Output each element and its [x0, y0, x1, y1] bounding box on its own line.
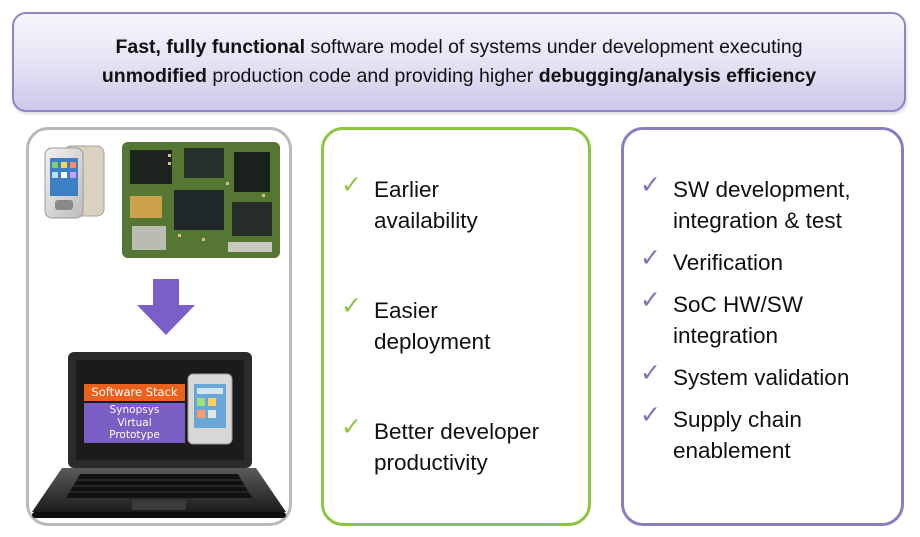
use-cases-panel — [621, 127, 904, 526]
check-icon: ✓ — [640, 359, 661, 387]
benefit-label: Better developer productivity — [374, 419, 540, 475]
use-case-item: ✓ Verification — [640, 244, 902, 278]
circuit-board-image — [122, 142, 280, 258]
use-case-label: SoC HW/SW integration — [673, 292, 804, 348]
software-stack-label: Software Stack — [84, 384, 185, 401]
benefit-label: Easier deployment — [374, 298, 491, 354]
virtual-prototype-label: Synopsys Virtual Prototype — [84, 403, 185, 443]
check-icon: ✓ — [640, 401, 661, 429]
smartphone-image — [44, 145, 105, 219]
headline-bold-3: debugging/analysis efficiency — [538, 65, 817, 87]
use-case-label: System validation — [673, 365, 850, 390]
headline-bold-2: unmodified — [101, 65, 207, 87]
check-icon: ✓ — [640, 244, 661, 272]
benefit-item: ✓ Better developer productivity — [341, 413, 581, 478]
benefit-label: Earlier availability — [374, 177, 478, 233]
use-case-label: Supply chain enablement — [673, 407, 802, 463]
headline-text-3: production code and providing higher — [206, 65, 539, 87]
benefit-item: ✓ Earlier availability — [341, 171, 581, 236]
headline-text-2: software model of systems under developm… — [305, 36, 803, 58]
virtual-prototype-text: Synopsys Virtual Prototype — [109, 404, 160, 442]
use-case-item: ✓ Supply chain enablement — [640, 401, 902, 466]
use-case-item: ✓ System validation — [640, 359, 902, 393]
check-icon: ✓ — [341, 413, 362, 441]
use-case-label: SW development, integration & test — [673, 177, 851, 233]
headline-text: Fast, fully functional software model of… — [102, 33, 816, 91]
use-case-item: ✓ SW development, integration & test — [640, 171, 902, 236]
use-case-label: Verification — [673, 250, 784, 275]
use-case-item: ✓ SoC HW/SW integration — [640, 286, 902, 351]
benefits-list: ✓ Earlier availability ✓ Easier deployme… — [341, 171, 581, 537]
check-icon: ✓ — [341, 292, 362, 320]
headline-bold-1: Fast, fully functional — [115, 36, 306, 58]
check-icon: ✓ — [341, 171, 362, 199]
headline-banner: Fast, fully functional software model of… — [12, 12, 906, 112]
down-arrow-icon — [137, 279, 195, 335]
check-icon: ✓ — [640, 286, 661, 314]
benefits-panel — [321, 127, 591, 526]
check-icon: ✓ — [640, 171, 661, 199]
use-cases-list: ✓ SW development, integration & test ✓ V… — [640, 171, 902, 477]
benefit-item: ✓ Easier deployment — [341, 292, 581, 357]
